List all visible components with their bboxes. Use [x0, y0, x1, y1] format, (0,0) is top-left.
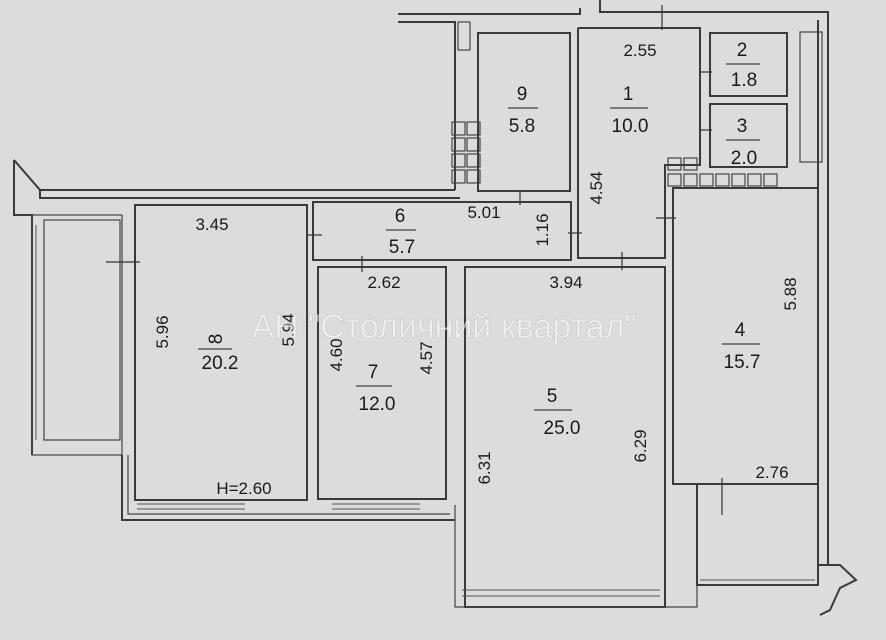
- dim-3-94: 3.94: [549, 273, 582, 292]
- walls: [13, 0, 858, 616]
- dim-4-54: 4.54: [587, 171, 606, 204]
- dim-5-01: 5.01: [467, 203, 500, 222]
- room-6-label: 6 5.7: [386, 206, 416, 258]
- room-number: 4: [735, 320, 746, 341]
- room-2-label: 2 1.8: [726, 40, 760, 91]
- dim-4-60: 4.60: [327, 338, 346, 371]
- tiles: [451, 121, 778, 187]
- room-area: 20.2: [202, 353, 239, 374]
- room-area: 10.0: [612, 116, 649, 137]
- room-9-label: 9 5.8: [508, 84, 538, 137]
- room-number: 8: [206, 334, 227, 345]
- dim-4-57: 4.57: [417, 341, 436, 374]
- room-4-label: 4 15.7: [722, 320, 760, 373]
- dim-3-45: 3.45: [195, 215, 228, 234]
- dim-2-76: 2.76: [755, 463, 788, 482]
- room-3-label: 3 2.0: [726, 116, 760, 169]
- dim-5-96: 5.96: [153, 315, 172, 348]
- room-area: 2.0: [731, 148, 757, 169]
- dim-6-29: 6.29: [631, 429, 650, 462]
- room-area: 15.7: [724, 352, 761, 373]
- dim-6-31: 6.31: [475, 451, 494, 484]
- door-marks: [106, 5, 723, 515]
- dim-5-94: 5.94: [279, 313, 298, 346]
- ceiling-height: H=2.60: [216, 479, 271, 498]
- room-number: 2: [737, 40, 748, 61]
- dim-2-55: 2.55: [623, 41, 656, 60]
- room-area: 1.8: [731, 70, 757, 91]
- room-8-label: 8 20.2: [198, 334, 238, 374]
- dim-5-88: 5.88: [781, 277, 800, 310]
- room-number: 7: [368, 362, 379, 383]
- room-area: 5.8: [509, 116, 535, 137]
- room-5-label: 5 25.0: [534, 386, 580, 439]
- room-area: 5.7: [389, 237, 415, 258]
- watermark: АН "Столичний квартал": [251, 308, 636, 346]
- windows: [35, 225, 815, 597]
- room-number: 1: [623, 84, 634, 105]
- dim-2-62: 2.62: [367, 273, 400, 292]
- room-area: 12.0: [359, 394, 396, 415]
- room-number: 3: [737, 116, 748, 137]
- room-number: 9: [517, 84, 528, 105]
- room-area: 25.0: [544, 418, 581, 439]
- dim-1-16: 1.16: [533, 213, 552, 246]
- room-1-label: 1 10.0: [610, 84, 648, 137]
- room-number: 5: [547, 386, 558, 407]
- room-7-label: 7 12.0: [356, 362, 395, 415]
- dimensions: 2.55 3.45 5.01 1.16 4.54 2.62 3.94 5.8 8 …: [153, 41, 800, 498]
- room-number: 6: [395, 206, 406, 227]
